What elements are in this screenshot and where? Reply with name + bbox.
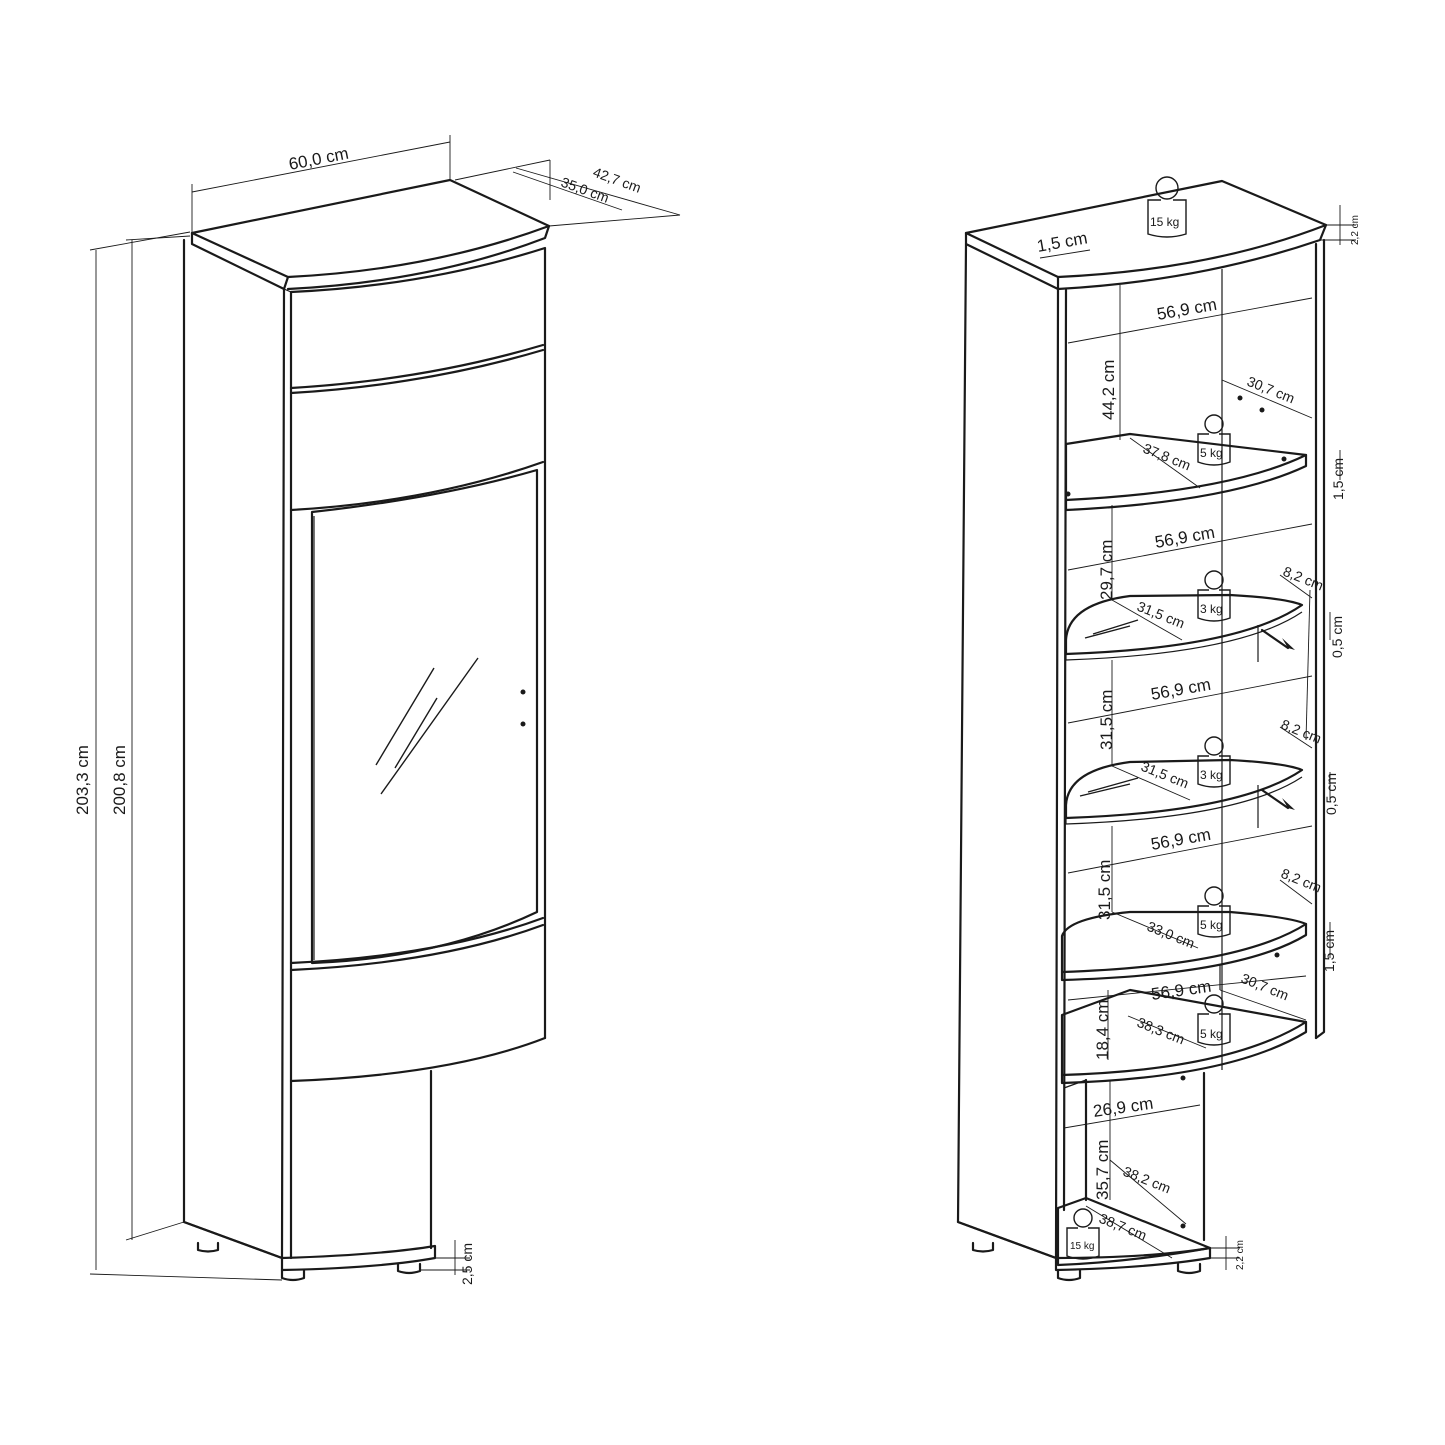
shelf-4-depth: 33,0 cm (1145, 918, 1197, 951)
weight-icon (1197, 994, 1231, 1046)
weight-icon (1197, 414, 1231, 466)
width-label: 60,0 cm (287, 144, 350, 174)
compartment-3-height: 31,5 cm (1097, 690, 1116, 750)
weight-icon (1197, 570, 1231, 622)
compartment-6-height: 35,7 cm (1093, 1140, 1112, 1200)
compartment-4-height: 31,5 cm (1095, 860, 1114, 920)
shelf-2-offset: 8,2 cm (1281, 563, 1326, 594)
shelf-5-load: 5 kg (1200, 1027, 1223, 1041)
weight-icon (1147, 176, 1187, 238)
shelf-4-thickness: 1,5 cm (1321, 930, 1337, 972)
open-view-dimensions (1039, 205, 1356, 1270)
bottom-panel-label: 2,2 cm (1235, 1240, 1246, 1270)
shelf-3-load: 3 kg (1200, 768, 1223, 782)
shelf-6-load: 15 kg (1070, 1241, 1094, 1252)
compartment-5-width: 56,9 cm (1150, 977, 1213, 1004)
top-panel-label: 2,2 cm (1350, 215, 1361, 245)
shelf-3-thickness: 0,5 cm (1323, 773, 1339, 815)
front-view-dimensions (89, 135, 681, 1281)
shelf-5-depth: 38,3 cm (1135, 1014, 1187, 1047)
weight-icon (1197, 886, 1231, 938)
compartment-4-width: 56,9 cm (1149, 825, 1212, 854)
shelf-1-load: 5 kg (1200, 446, 1223, 460)
height-body-label: 200,8 cm (110, 745, 129, 815)
shelf-6-depth: 38,7 cm (1097, 1210, 1149, 1243)
compartment-3-width: 56,9 cm (1149, 675, 1212, 704)
height-total-label: 203,3 cm (73, 745, 92, 815)
compartment-1-width: 56,9 cm (1155, 295, 1218, 324)
compartment-1-height: 44,2 cm (1099, 360, 1118, 420)
shelf-1-thickness: 1,5 cm (1330, 458, 1346, 500)
weight-icons (1066, 176, 1231, 1260)
compartment-6-width: 26,9 cm (1092, 1094, 1155, 1121)
shelf-1-depth: 37,8 cm (1141, 440, 1193, 473)
shelf-4-load: 5 kg (1200, 918, 1223, 932)
front-view-cabinet (182, 178, 551, 1282)
compartment-5-depth: 30,7 cm (1239, 970, 1291, 1003)
weight-icon (1066, 1208, 1100, 1260)
shelf-2-thickness: 0,5 cm (1329, 616, 1345, 658)
shelf-3-depth: 31,5 cm (1139, 758, 1191, 791)
weight-icon (1197, 736, 1231, 788)
compartment-5-height: 18,4 cm (1093, 1000, 1112, 1060)
compartment-2-height: 29,7 cm (1097, 540, 1116, 600)
compartment-1-depth: 30,7 cm (1245, 373, 1297, 406)
front-view-labels: 60,0 cm 42,7 cm 35,0 cm 203,3 cm 200,8 c… (73, 144, 643, 1285)
top-load-label: 15 kg (1150, 215, 1179, 229)
open-view-labels: 1,5 cm 2,2 cm 15 kg 56,9 cm 44,2 cm 30,7… (1035, 215, 1361, 1270)
feet-height-label: 2,5 cm (459, 1243, 475, 1285)
shelf-2-load: 3 kg (1200, 602, 1223, 616)
shelf-2-depth: 31,5 cm (1135, 598, 1187, 631)
